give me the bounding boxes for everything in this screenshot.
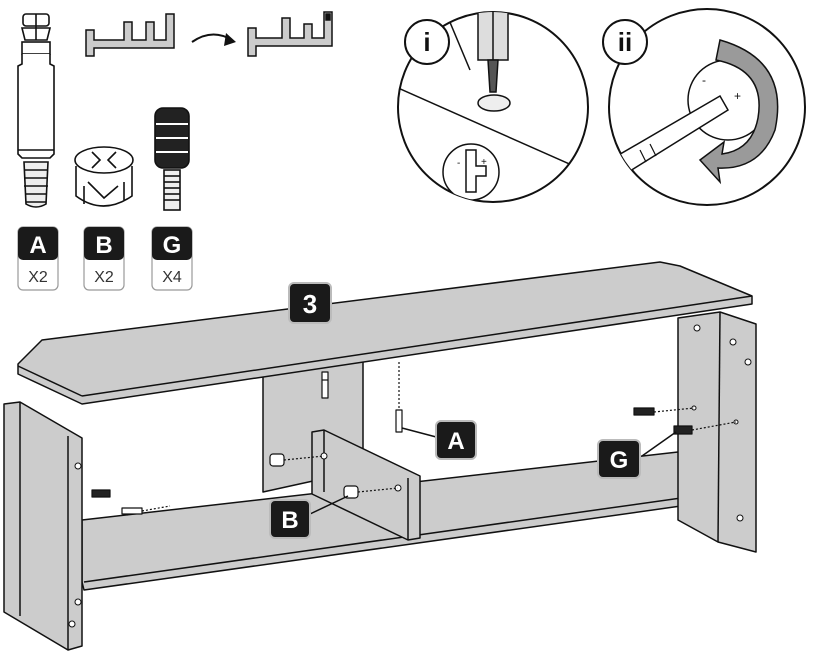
- detail-label: i: [423, 27, 430, 57]
- part-quantity: X4: [162, 269, 182, 286]
- top-panel: [17, 261, 753, 405]
- left-side-panel: [3, 401, 83, 651]
- callout-letter: G: [610, 447, 629, 474]
- turn-clockwise-arrow-icon: [698, 39, 779, 185]
- dowel-icon: [321, 362, 403, 433]
- part-g-screw-icon: [154, 107, 190, 211]
- detail-view-ii: - + ii: [602, 8, 806, 206]
- step-number: 3: [303, 289, 317, 319]
- svg-text:+: +: [734, 89, 741, 103]
- detail-view-i: - + i: [397, 11, 589, 203]
- step-number-badge: 3: [288, 282, 332, 324]
- part-quantity: X2: [94, 269, 114, 286]
- part-letter: G: [163, 232, 182, 259]
- svg-text:-: -: [457, 158, 460, 169]
- svg-text:+: +: [481, 157, 487, 168]
- part-letter: A: [29, 232, 46, 259]
- callout-letter: A: [447, 428, 464, 455]
- part-letter: B: [95, 232, 112, 259]
- part-label-b: B X2: [83, 226, 125, 291]
- bracket-after-icon: [247, 11, 333, 57]
- callout-a: A: [435, 420, 477, 460]
- part-quantity: X2: [28, 269, 48, 286]
- callout-b: B: [269, 499, 311, 539]
- part-label-g: G X4: [151, 226, 193, 291]
- callout-leaders: [309, 427, 677, 515]
- part-a-dowel-icon: [17, 13, 55, 208]
- furniture-assembly: [3, 261, 757, 651]
- part-b-cam-lock-icon: [74, 146, 134, 207]
- rotate-arrow-icon: [191, 33, 236, 46]
- bracket-before-icon: [85, 13, 175, 57]
- cam-lock-icon: - +: [457, 149, 487, 193]
- callout-g: G: [597, 439, 641, 479]
- callout-letter: B: [281, 507, 298, 534]
- detail-label: ii: [618, 27, 632, 57]
- screw-icon: [91, 407, 737, 515]
- cam-lock-icon: [269, 453, 399, 499]
- svg-text:-: -: [702, 73, 706, 87]
- part-label-a: A X2: [17, 226, 59, 291]
